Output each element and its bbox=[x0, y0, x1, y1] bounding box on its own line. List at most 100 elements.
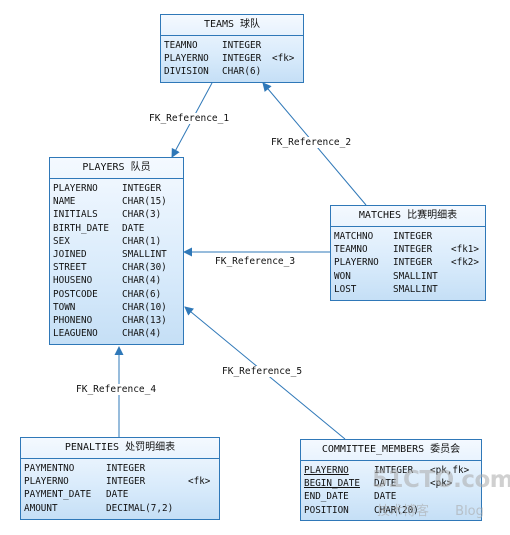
column-type: INTEGER bbox=[393, 257, 433, 269]
column-name: TEAMNO bbox=[164, 40, 198, 51]
teams-table-title: TEAMS 球队 bbox=[161, 15, 303, 36]
column-name: PLAYERNO bbox=[334, 257, 379, 269]
column-type: CHAR(15) bbox=[122, 196, 167, 208]
column-row: POSITION CHAR(20) bbox=[304, 504, 477, 517]
column-name: END_DATE bbox=[304, 491, 349, 503]
column-type: SMALLINT bbox=[393, 270, 438, 282]
fk-reference-1-label: FK_Reference_1 bbox=[148, 113, 231, 124]
column-row: DIVISION CHAR(6) bbox=[164, 65, 299, 78]
column-type: CHAR(4) bbox=[122, 328, 162, 340]
column-row: POSTCODE CHAR(6) bbox=[53, 288, 179, 301]
watermark-subtitle-text: 技术博客 bbox=[377, 504, 430, 519]
players-table-title: PLAYERS 队员 bbox=[50, 158, 183, 179]
committee-members-table-title: COMMITTEE_MEMBERS 委员会 bbox=[301, 440, 481, 461]
column-type: DATE bbox=[374, 491, 397, 503]
column-row: PLAYERNO INTEGER <fk2> bbox=[334, 256, 481, 269]
column-type: INTEGER bbox=[393, 244, 433, 256]
watermark-logo: 51CTO.com bbox=[372, 467, 510, 493]
fk-reference-2-label: FK_Reference_2 bbox=[270, 137, 353, 148]
column-name: PAYMENTNO bbox=[24, 463, 75, 474]
column-name: PHONENO bbox=[53, 314, 93, 326]
column-type: CHAR(6) bbox=[222, 66, 262, 78]
column-type: DATE bbox=[106, 489, 129, 501]
column-name: DIVISION bbox=[164, 66, 209, 78]
column-name: PLAYERNO bbox=[164, 53, 209, 65]
column-key: <fk1> bbox=[451, 244, 479, 256]
column-key: <fk2> bbox=[451, 257, 479, 269]
fk-reference-3-label: FK_Reference_3 bbox=[214, 256, 297, 267]
column-type: INTEGER bbox=[222, 40, 262, 51]
column-name: WON bbox=[334, 270, 351, 282]
column-type: DATE bbox=[374, 478, 397, 490]
column-row: PHONENO CHAR(13) bbox=[53, 314, 179, 327]
column-row: BIRTH_DATE DATE bbox=[53, 222, 179, 235]
column-row: TEAMNO INTEGER <fk1> bbox=[334, 243, 481, 256]
column-name: LOST bbox=[334, 283, 357, 295]
penalties-table-title: PENALTIES 处罚明细表 bbox=[21, 438, 219, 459]
column-key: <pk> bbox=[430, 478, 453, 490]
column-row: NAME CHAR(15) bbox=[53, 195, 179, 208]
column-name: PAYMENT_DATE bbox=[24, 489, 92, 501]
column-name: JOINED bbox=[53, 248, 87, 260]
column-type: CHAR(10) bbox=[122, 301, 167, 313]
column-name: NAME bbox=[53, 196, 76, 208]
column-key: <fk> bbox=[272, 53, 295, 65]
column-type: CHAR(13) bbox=[122, 314, 167, 326]
column-name: INITIALS bbox=[53, 209, 98, 221]
column-name: BIRTH_DATE bbox=[53, 222, 109, 234]
column-type: CHAR(3) bbox=[122, 209, 162, 221]
teams-table[interactable]: TEAMS 球队 TEAMNO INTEGER PLAYERNO INTEGER <fk… bbox=[160, 14, 304, 83]
watermark-blog-text: Blog bbox=[455, 504, 484, 519]
column-name: POSITION bbox=[304, 504, 349, 516]
column-key: <pk,fk> bbox=[430, 465, 470, 476]
column-name: TOWN bbox=[53, 301, 76, 313]
column-row: MATCHNO INTEGER bbox=[334, 230, 481, 243]
column-row: PAYMENT_DATE DATE bbox=[24, 488, 215, 501]
column-row: TOWN CHAR(10) bbox=[53, 301, 179, 314]
column-row: TEAMNO INTEGER bbox=[164, 39, 299, 52]
column-name: HOUSENO bbox=[53, 275, 93, 287]
column-row: PLAYERNO INTEGER bbox=[53, 182, 179, 195]
column-type: CHAR(1) bbox=[122, 235, 162, 247]
column-name: AMOUNT bbox=[24, 502, 58, 514]
column-row: PLAYERNO INTEGER <fk> bbox=[164, 52, 299, 65]
column-name: POSTCODE bbox=[53, 288, 98, 300]
column-row: STREET CHAR(30) bbox=[53, 261, 179, 274]
committee-members-table[interactable]: COMMITTEE_MEMBERS 委员会 PLAYERNO INTEGER <pk… bbox=[300, 439, 482, 521]
column-name: STREET bbox=[53, 262, 87, 274]
column-type: INTEGER bbox=[222, 53, 262, 65]
column-row: HOUSENO CHAR(4) bbox=[53, 274, 179, 287]
players-table[interactable]: PLAYERS 队员 PLAYERNO INTEGER NAME CHAR(15) IN… bbox=[49, 157, 184, 345]
players-columns: PLAYERNO INTEGER NAME CHAR(15) INITIALS CHAR(… bbox=[50, 179, 183, 340]
column-type: INTEGER bbox=[374, 465, 414, 476]
column-type: INTEGER bbox=[393, 231, 433, 242]
column-key: <fk> bbox=[188, 476, 211, 488]
column-type: CHAR(20) bbox=[374, 504, 419, 516]
column-row: END_DATE DATE bbox=[304, 490, 477, 503]
column-type: DECIMAL(7,2) bbox=[106, 502, 174, 514]
column-type: DATE bbox=[122, 222, 145, 234]
column-name: PLAYERNO bbox=[53, 183, 98, 194]
column-name: LEAGUENO bbox=[53, 328, 98, 340]
column-type: CHAR(6) bbox=[122, 288, 162, 300]
column-name: MATCHNO bbox=[334, 231, 374, 242]
column-name: TEAMNO bbox=[334, 244, 368, 256]
column-type: CHAR(30) bbox=[122, 262, 167, 274]
column-name: PLAYERNO bbox=[24, 476, 69, 488]
fk-reference-4-label: FK_Reference_4 bbox=[75, 384, 158, 395]
column-type: SMALLINT bbox=[122, 248, 167, 260]
column-row: AMOUNT DECIMAL(7,2) bbox=[24, 502, 215, 515]
column-name: PLAYERNO bbox=[304, 465, 349, 476]
column-type: INTEGER bbox=[122, 183, 162, 194]
column-row: LEAGUENO CHAR(4) bbox=[53, 327, 179, 340]
column-type: SMALLINT bbox=[393, 283, 438, 295]
column-type: CHAR(4) bbox=[122, 275, 162, 287]
